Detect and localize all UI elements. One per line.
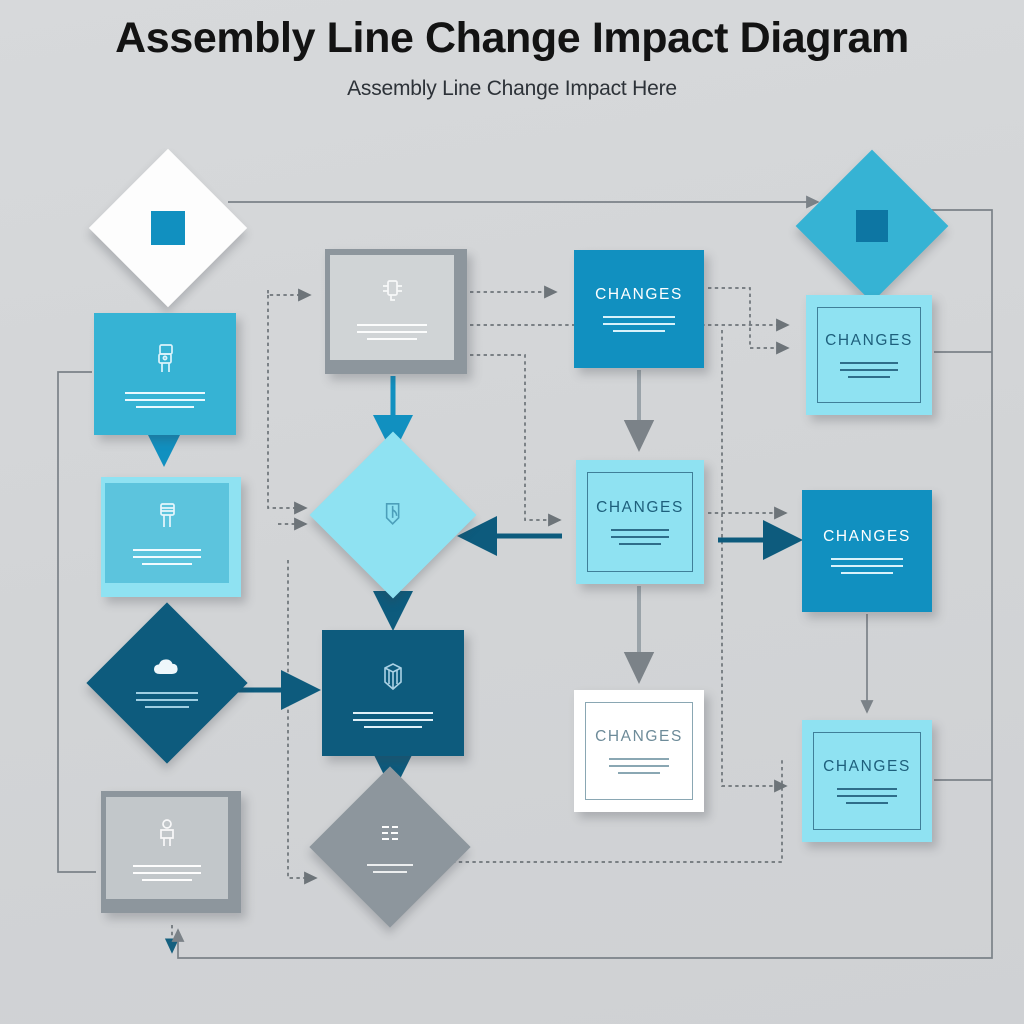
card-rules [602,316,676,332]
card-rules [610,529,670,545]
operator-icon [153,816,181,853]
edge-changes-primary-down-rail [721,330,788,793]
workstation-icon [150,341,180,380]
diamond-rules [136,692,198,708]
node-changes-secondary[interactable]: CHANGES [806,295,932,415]
node-operator-station[interactable] [101,791,241,913]
node-machine-unit[interactable] [325,249,467,374]
card-rules [840,362,898,378]
card-rules [609,758,669,774]
node-decision-start[interactable] [88,148,248,308]
cube-icon [376,659,410,700]
page-subtitle: Assembly Line Change Impact Here [347,77,677,101]
diamond-marker-icon [151,211,185,245]
edge-group-solid-grey [57,195,993,959]
card-rules [357,324,427,340]
node-changes-final[interactable]: CHANGES [802,720,932,842]
node-changes-primary[interactable]: CHANGES [574,250,704,368]
node-label: CHANGES [823,528,911,545]
card-rules [353,711,433,728]
diamond-rules [367,864,413,873]
node-data-decision[interactable] [86,602,248,764]
edge-group-navy [228,516,803,793]
card-rules [830,558,904,574]
node-label: CHANGES [595,728,683,745]
node-label: CHANGES [825,332,913,349]
card-rules [132,549,202,566]
edge-changes-primary-to-sec [708,287,790,355]
card-rules [132,864,202,881]
cloud-icon [150,658,184,683]
node-label: CHANGES [595,286,683,303]
node-assembly-core[interactable] [322,630,464,756]
edge-group-dashed [164,285,790,954]
diagram-header: Assembly Line Change Impact Diagram Asse… [0,14,1024,101]
node-decision-gateway[interactable] [795,149,949,303]
node-changes-approved[interactable]: CHANGES [802,490,932,612]
component-icon [378,496,408,535]
edge-left-rail-to-inspect [267,295,308,515]
node-station-intake[interactable] [94,313,236,435]
node-changes-archive[interactable]: CHANGES [574,690,704,812]
edge-inspect-rail-bottom [287,560,318,885]
edge-start-to-machine [267,288,312,302]
fixture-icon [153,500,181,537]
node-label: CHANGES [596,499,684,516]
card-rules [125,391,205,408]
edge-gateway-right-rail [171,209,993,959]
edge-machine-down-to-inspect [470,354,562,527]
diamond-marker-icon [856,210,888,242]
edge-group-blue [144,370,655,684]
edge-left-outer-rail [57,371,96,873]
card-rules [837,788,897,804]
report-icon [375,821,405,856]
edge-report-to-right-rail [452,760,783,863]
page-title: Assembly Line Change Impact Diagram [115,14,909,62]
machine-icon [376,275,408,312]
node-report-decision[interactable] [309,766,471,928]
node-inspect-decision[interactable] [309,431,477,599]
node-changes-review[interactable]: CHANGES [576,460,704,584]
node-station-fixture[interactable] [101,477,241,597]
node-label: CHANGES [823,758,911,775]
